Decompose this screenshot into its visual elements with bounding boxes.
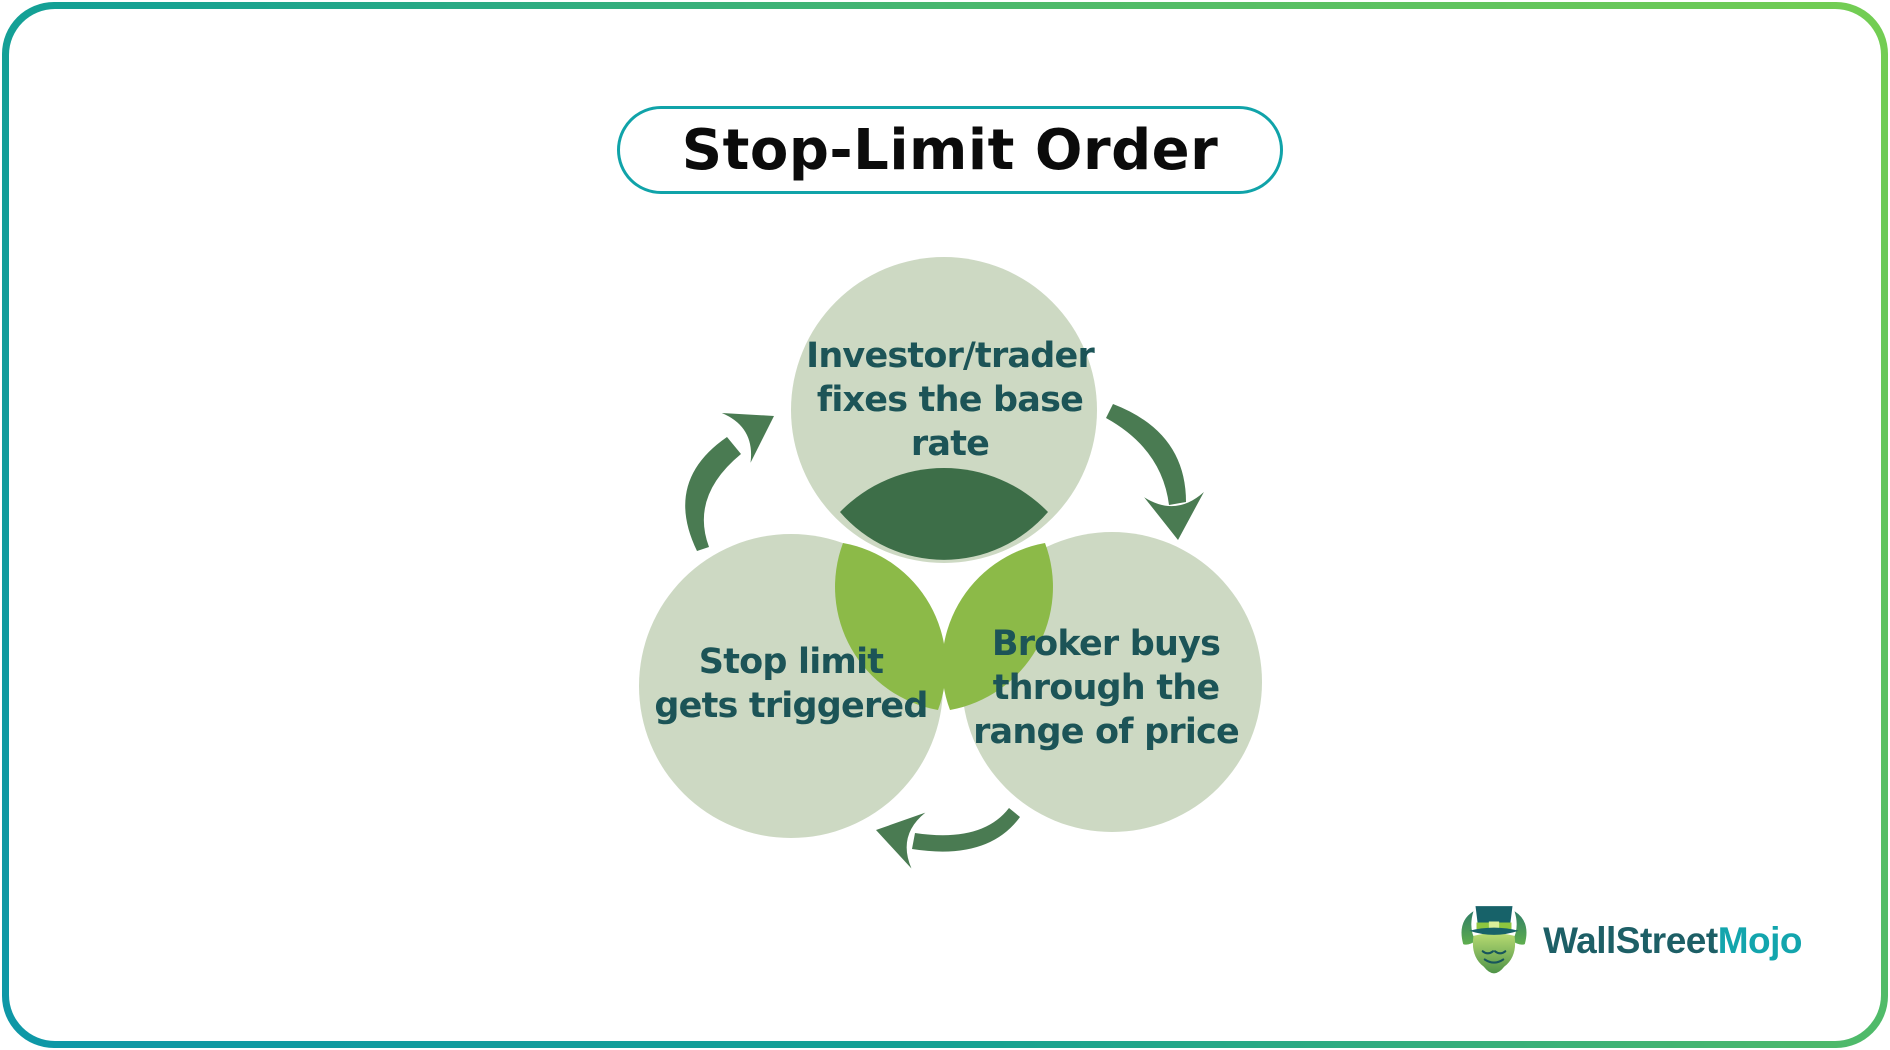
cycle-arrow-left-icon [876, 808, 1020, 869]
cycle-arrows [685, 404, 1204, 869]
step-label-stop-limit: Stop limit gets triggered [654, 642, 928, 726]
cycle-arrow-up-icon [685, 412, 774, 551]
junction-leaf-top [840, 468, 1048, 560]
brand-primary-text: WallStreet [1543, 920, 1718, 961]
page-title: Stop-Limit Order [681, 117, 1219, 183]
brand-accent-text: Mojo [1717, 920, 1803, 961]
wallstreetmojo-mascot-icon [1461, 906, 1527, 974]
junction-leaf-left [835, 543, 946, 710]
step-circle-top [791, 257, 1097, 563]
step-label-investor: Investor/trader fixes the base rate [806, 336, 1095, 464]
cycle-arrow-down-icon [1106, 404, 1204, 540]
title-pill: Stop-Limit Order [617, 106, 1283, 194]
step-label-broker: Broker buys through the range of price [973, 624, 1240, 752]
brand-wordmark: WallStreetMojo [1543, 920, 1802, 962]
junction-leaf-right [942, 543, 1053, 710]
brand-logo: WallStreetMojo [1459, 903, 1803, 979]
